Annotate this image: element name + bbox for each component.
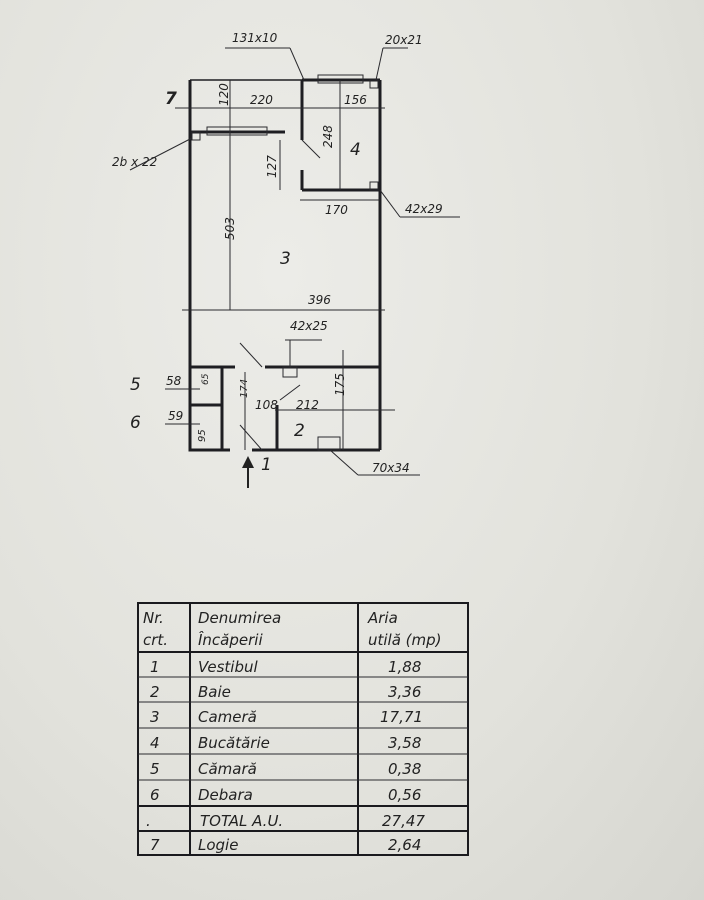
bath-width-dim: 212 xyxy=(296,398,319,412)
row-nr: 4 xyxy=(150,734,160,752)
logia-depth-dim: 120 xyxy=(217,83,231,106)
bath-number: 2 xyxy=(294,421,305,441)
kitchen-number: 4 xyxy=(350,140,361,160)
header-area-2: utilă (mp) xyxy=(368,631,442,649)
row-nr: 2 xyxy=(150,683,160,701)
row-area: 2,64 xyxy=(388,836,421,854)
row-area: 3,36 xyxy=(388,683,421,701)
kitchen-width-dim: 170 xyxy=(325,203,348,217)
row-name: Bucătărie xyxy=(198,734,270,752)
row-nr: 1 xyxy=(150,658,160,676)
pantry-width-dim: 58 xyxy=(166,374,182,388)
row-name: Vestibul xyxy=(198,658,259,676)
row-nr: 6 xyxy=(150,786,160,804)
table-row: 6 Debara 0,56 xyxy=(150,786,421,804)
hall-length-dim: 174 xyxy=(239,379,250,398)
logia-number: 7 xyxy=(165,89,177,109)
window-kitchen-label: 131x10 xyxy=(232,31,278,45)
pantry-depth-dim: 65 xyxy=(201,373,211,385)
logia-width-dim: 220 xyxy=(250,93,273,107)
row-area: 27,47 xyxy=(382,812,425,830)
row-name: Cămară xyxy=(198,760,257,778)
row-name: Cameră xyxy=(198,708,257,726)
table-row: 4 Bucătărie 3,58 xyxy=(150,734,421,752)
storage-depth-dim: 95 xyxy=(197,429,208,442)
header-area-1: Aria xyxy=(367,609,398,627)
duct-bottom-label: 70x34 xyxy=(372,461,410,475)
row-name: Logie xyxy=(198,836,238,854)
table-row: 2 Baie 3,36 xyxy=(150,683,421,701)
row-area: 0,56 xyxy=(388,786,421,804)
row-nr: 7 xyxy=(150,836,160,854)
row-area: 1,88 xyxy=(388,658,421,676)
storage-number: 6 xyxy=(130,413,141,433)
duct-kitchen-label: 42x29 xyxy=(405,202,443,216)
table-row-logia: 7 Logie 2,64 xyxy=(150,836,421,854)
table-row-total: . TOTAL A.U. 27,47 xyxy=(146,812,425,830)
row-nr: 3 xyxy=(150,708,160,726)
row-nr: 5 xyxy=(150,760,160,778)
header-nr-2: crt. xyxy=(143,631,168,649)
hall-width-dim: 108 xyxy=(255,398,278,412)
table-row: 5 Cămară 0,38 xyxy=(150,760,421,778)
header-name-1: Denumirea xyxy=(198,609,281,627)
duct-top-label: 20x21 xyxy=(385,33,423,47)
row-area: 17,71 xyxy=(380,708,423,726)
row-name: Baie xyxy=(198,683,231,701)
row-area: 3,58 xyxy=(388,734,421,752)
pantry-number: 5 xyxy=(130,375,141,395)
duct-bath-label: 42x25 xyxy=(290,319,328,333)
room-width-dim: 396 xyxy=(308,293,331,307)
storage-width-dim: 59 xyxy=(168,409,183,423)
room-length-dim: 503 xyxy=(223,217,237,240)
header-nr-1: Nr. xyxy=(143,609,164,627)
column-left-label: 2b x 22 xyxy=(112,155,157,169)
rooms-table: Nr. crt. Denumirea Încăperii Aria utilă … xyxy=(137,602,469,856)
door-height-dim: 127 xyxy=(265,155,279,178)
room-number: 3 xyxy=(280,249,291,269)
windows-ducts xyxy=(129,47,460,476)
walls xyxy=(188,78,382,452)
bath-length-dim: 175 xyxy=(333,373,347,396)
kitchen-length-dim: 248 xyxy=(321,125,335,148)
table-row: 1 Vestibul 1,88 xyxy=(150,658,421,676)
kitchen-width-top-dim: 156 xyxy=(344,93,367,107)
entry-number: 1 xyxy=(261,455,272,475)
row-area: 0,38 xyxy=(388,760,421,778)
row-name: TOTAL A.U. xyxy=(200,812,283,830)
table-row: 3 Cameră 17,71 xyxy=(150,708,423,726)
row-nr: . xyxy=(146,812,151,830)
header-name-2: Încăperii xyxy=(198,630,263,649)
row-name: Debara xyxy=(198,786,253,804)
entry-arrow xyxy=(242,456,254,488)
